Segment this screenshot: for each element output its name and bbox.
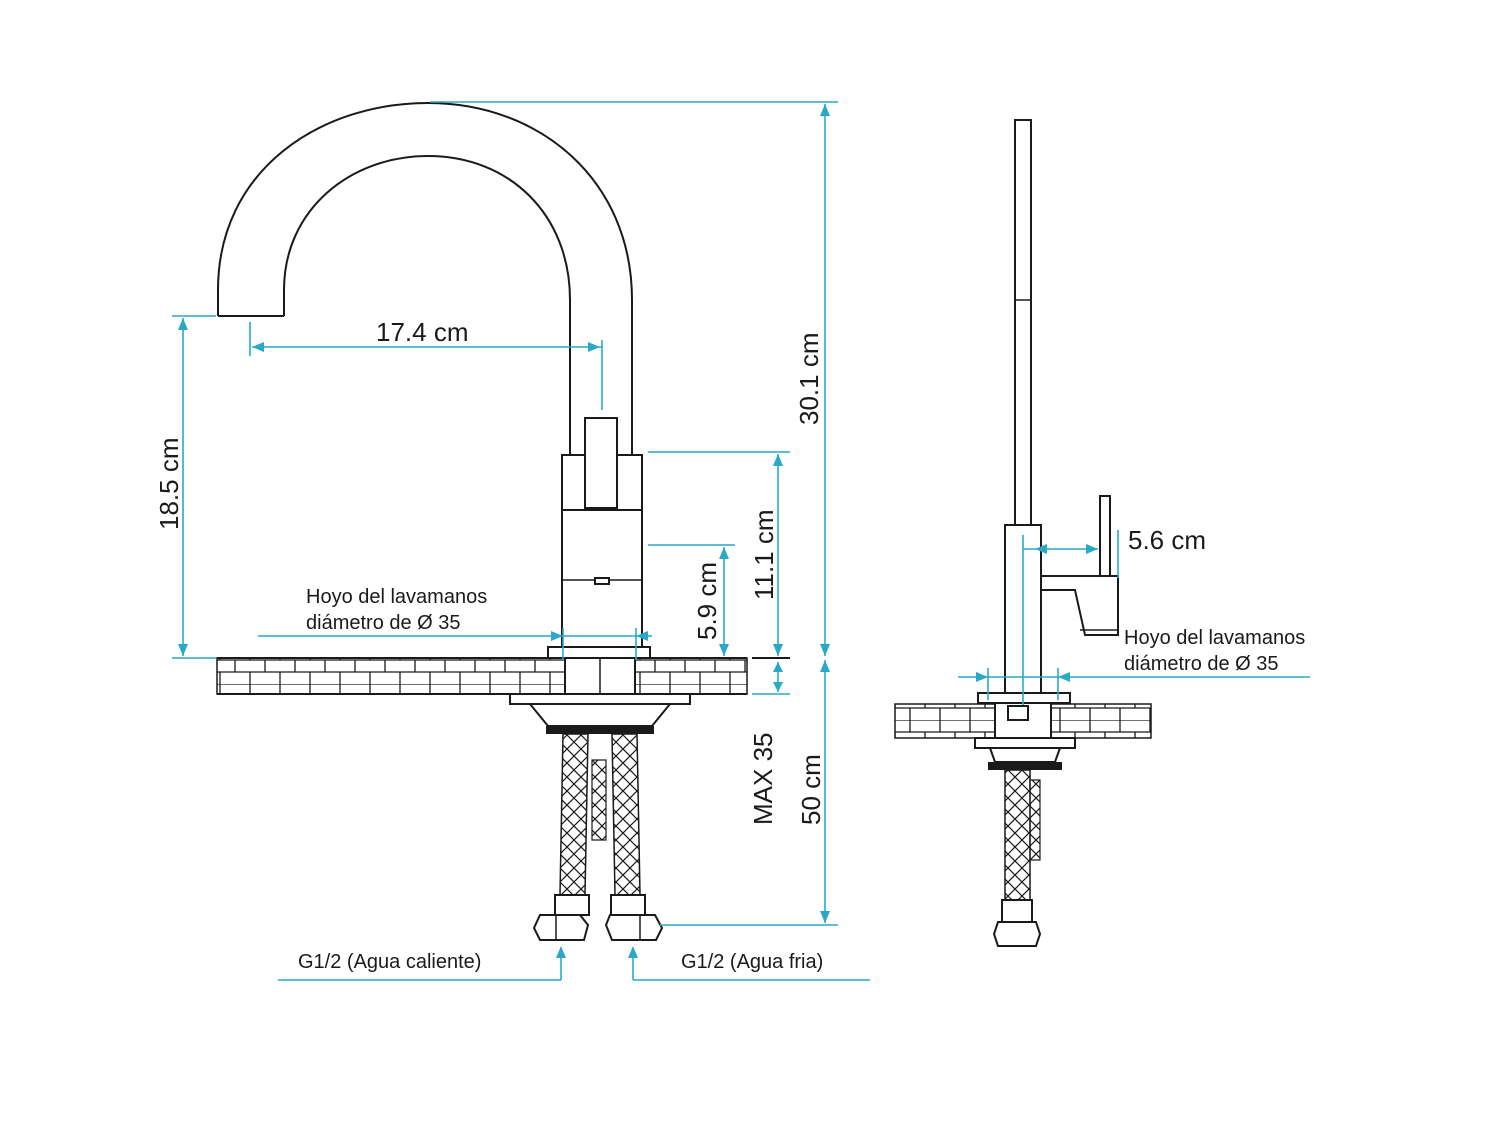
side-hole-note-line2: diámetro de Ø 35 — [1124, 653, 1279, 675]
side-hose — [1004, 769, 1031, 901]
side-lever — [1099, 495, 1111, 577]
dim-body-height: 11.1 cm — [749, 509, 779, 600]
dim-max-thickness: MAX 35 — [748, 733, 778, 826]
spout — [217, 101, 633, 455]
side-view: 5.6 cm Hoyo del lavamanos diámetro de Ø … — [894, 119, 1310, 947]
countertop — [216, 657, 748, 695]
hot-water-hose — [559, 733, 589, 896]
side-nut — [992, 921, 1042, 947]
dim-handle-height: 5.9 cm — [692, 562, 722, 640]
side-hole-note-line1: Hoyo del lavamanos — [1124, 627, 1305, 649]
dim-hose-length: 50 cm — [796, 754, 826, 825]
hole-note-line1: Hoyo del lavamanos — [306, 586, 487, 608]
threaded-rod — [591, 759, 607, 841]
dim-spout-height: 18.5 cm — [154, 438, 184, 531]
hot-water-label: G1/2 (Agua caliente) — [298, 951, 481, 973]
hot-water-nut — [532, 914, 590, 941]
cold-water-label: G1/2 (Agua fria) — [681, 951, 823, 973]
front-view: 17.4 cm 30.1 cm 18.5 cm 11.1 cm 5.9 cm M — [154, 101, 870, 981]
side-spout — [1014, 119, 1032, 526]
dim-total-height: 30.1 cm — [794, 333, 824, 426]
cold-water-nut — [604, 914, 664, 941]
handle — [584, 417, 618, 509]
dim-spout-reach: 17.4 cm — [376, 317, 469, 347]
cold-water-hose — [611, 733, 641, 896]
dim-handle-offset: 5.6 cm — [1128, 525, 1206, 555]
hole-note-line2: diámetro de Ø 35 — [306, 612, 461, 634]
